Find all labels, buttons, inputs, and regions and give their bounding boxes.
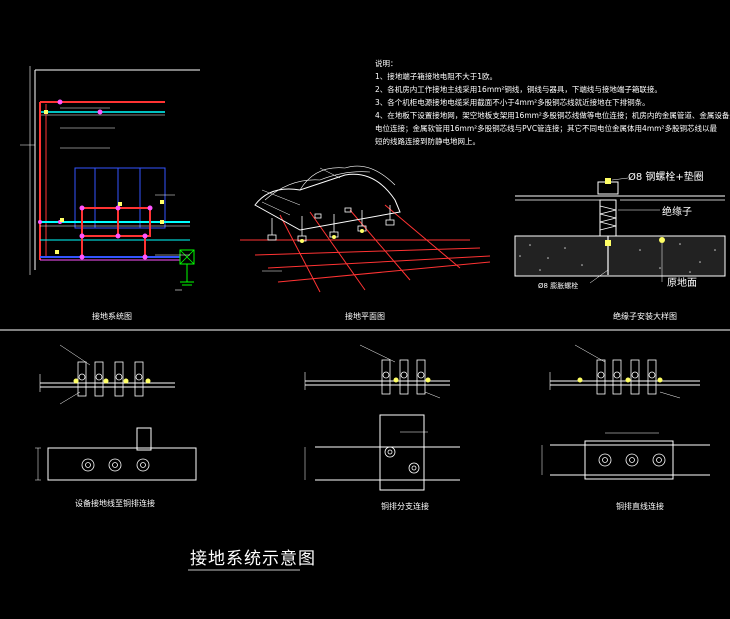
riser-diagram bbox=[20, 66, 200, 291]
notes-line: 电位连接；金属软管用16mm²多股铜芯线与PVC管连接；其它不同电位金属体用4m… bbox=[375, 123, 717, 133]
anchor-label: Ø8 膨胀螺栓 bbox=[538, 281, 578, 290]
notes-line: 3、各个机柜电源接地电缆采用截面不小于4mm²多股铜芯线就近接地在下排铜条。 bbox=[375, 97, 650, 107]
notes-line: 4、在地板下设置接地网，架空地板支架用16mm²多股铜芯线做等电位连接；机房内的… bbox=[375, 110, 730, 120]
insulator-detail bbox=[514, 177, 726, 284]
grid-perspective bbox=[240, 165, 491, 293]
riser-caption: 接地系统图 bbox=[92, 311, 132, 321]
detail-b-caption: 铜排分支连接 bbox=[381, 501, 429, 511]
notes-line: 短的线路连接到防静电地网上。 bbox=[375, 136, 480, 146]
detail-a-caption: 设备接地线至铜排连接 bbox=[75, 498, 155, 508]
notes-line: 1、接地端子箱接地电阻不大于1欧。 bbox=[375, 71, 497, 81]
notes-block: 说明： 1、接地端子箱接地电阻不大于1欧。 2、各机房内工作接地主线采用16mm… bbox=[375, 58, 730, 146]
notes-line: 2、各机房内工作接地主线采用16mm²铜线，铜线与器具，下端线与接地端子箱联接。 bbox=[375, 84, 662, 94]
grid-caption: 接地平面图 bbox=[345, 311, 385, 321]
insulator-caption: 绝缘子安装大样图 bbox=[613, 311, 677, 321]
detail-c-caption: 铜排直线连接 bbox=[616, 501, 664, 511]
floor-label: 原地面 bbox=[667, 276, 697, 289]
insulator-label: 绝缘子 bbox=[662, 205, 692, 218]
detail-c bbox=[541, 344, 710, 480]
detail-b bbox=[304, 344, 460, 491]
drawing-title: 接地系统示意图 bbox=[190, 549, 316, 569]
detail-a bbox=[35, 344, 197, 481]
notes-heading: 说明： bbox=[375, 58, 398, 68]
insulator-bolt-label: Ø8 钢螺栓+垫圈 bbox=[628, 170, 704, 183]
